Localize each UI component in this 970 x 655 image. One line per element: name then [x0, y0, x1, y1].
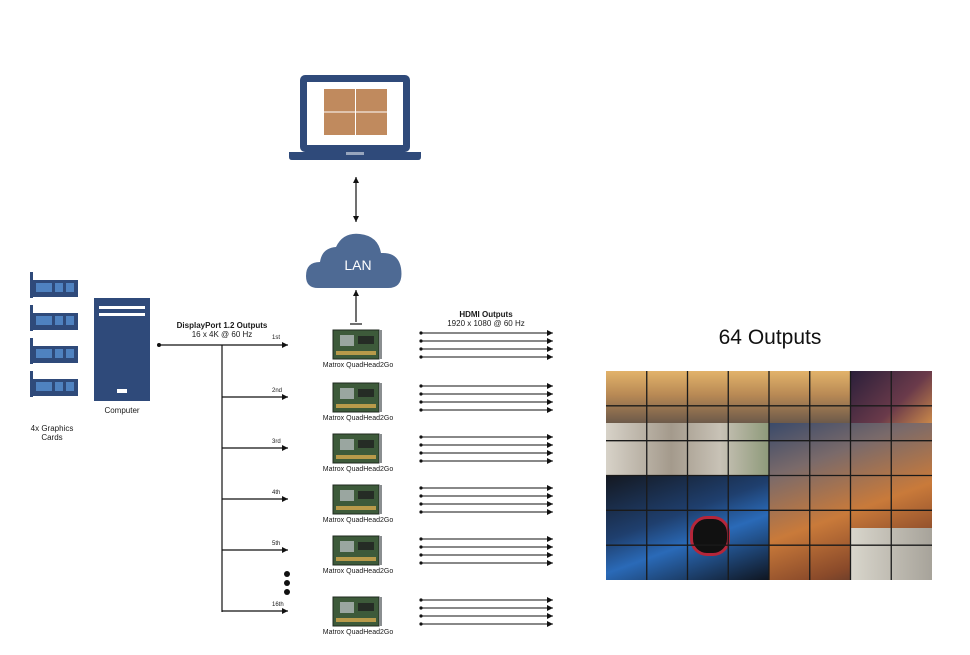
- hdmi-output-dot: [419, 331, 423, 335]
- hdmi-output-dot: [419, 510, 423, 514]
- hdmi-output-lines: [419, 330, 553, 627]
- graphics-cards-label-line2: Cards: [41, 433, 63, 442]
- hdmi-output-dot: [419, 598, 423, 602]
- quadhead2go-board-icon: [332, 535, 382, 566]
- hdmi-output-dot: [419, 384, 423, 388]
- hdmi-output-dot: [419, 451, 423, 455]
- graphics-card-icon: [30, 338, 78, 364]
- outputs-title: 64 Outputs: [718, 326, 822, 349]
- hdmi-output-dot: [419, 553, 423, 557]
- unit-label: Matrox QuadHead2Go: [322, 415, 394, 422]
- unit-label: Matrox QuadHead2Go: [322, 362, 394, 369]
- unit-label: Matrox QuadHead2Go: [322, 466, 394, 473]
- unit-ordinal: 4th: [272, 490, 281, 496]
- graphics-card-icon: [30, 371, 78, 397]
- unit-ordinal: 3rd: [272, 439, 281, 445]
- hdmi-output-dot: [419, 392, 423, 396]
- ellipsis-dot: [284, 580, 290, 586]
- hdmi-output-dot: [419, 339, 423, 343]
- quadhead2go-board-icon: [332, 433, 382, 464]
- hdmi-output-dot: [419, 486, 423, 490]
- unit-ordinal: 16th: [272, 602, 284, 608]
- video-wall: [606, 371, 932, 580]
- ellipsis-dot: [284, 589, 290, 595]
- unit-label: Matrox QuadHead2Go: [322, 629, 394, 636]
- hdmi-output-dot: [419, 502, 423, 506]
- displayport-branches: [222, 394, 288, 614]
- video-wall-grid: [606, 371, 932, 580]
- hdmi-label: HDMI Outputs: [459, 310, 513, 319]
- hdmi-spec: 1920 x 1080 @ 60 Hz: [447, 319, 525, 328]
- hdmi-output-dot: [419, 622, 423, 626]
- laptop-icon: [289, 75, 421, 160]
- computer-tower-icon: [94, 298, 150, 401]
- hdmi-output-dot: [419, 408, 423, 412]
- lan-label: LAN: [344, 257, 372, 273]
- hdmi-output-dot: [419, 347, 423, 351]
- hdmi-output-dot: [419, 355, 423, 359]
- hdmi-output-dot: [419, 400, 423, 404]
- unit-ordinal: 5th: [272, 541, 281, 547]
- ellipsis-dot: [284, 571, 290, 577]
- hdmi-output-dot: [419, 443, 423, 447]
- unit-ordinal: 2nd: [272, 388, 283, 394]
- cloud-icon: [306, 233, 402, 288]
- graphics-card-icon: [30, 305, 78, 331]
- displayport-spec: 16 x 4K @ 60 Hz: [191, 330, 253, 339]
- computer-label: Computer: [104, 406, 140, 415]
- hdmi-output-dot: [419, 459, 423, 463]
- hdmi-output-dot: [419, 435, 423, 439]
- graphics-cards: [30, 272, 78, 397]
- hdmi-output-dot: [419, 561, 423, 565]
- hdmi-output-dot: [419, 537, 423, 541]
- displayport-label: DisplayPort 1.2 Outputs: [176, 321, 268, 330]
- unit-label: Matrox QuadHead2Go: [322, 568, 394, 575]
- quadhead-units: [332, 329, 382, 627]
- hdmi-output-dot: [419, 614, 423, 618]
- hdmi-output-dot: [419, 494, 423, 498]
- graphics-card-icon: [30, 272, 78, 298]
- quadhead2go-board-icon: [332, 382, 382, 413]
- quadhead2go-board-icon: [332, 329, 382, 360]
- unit-ordinal: 1st: [272, 335, 281, 341]
- quadhead2go-board-icon: [332, 596, 382, 627]
- hdmi-output-dot: [419, 545, 423, 549]
- quadhead2go-board-icon: [332, 484, 382, 515]
- hdmi-output-dot: [419, 606, 423, 610]
- unit-label: Matrox QuadHead2Go: [322, 517, 394, 524]
- graphics-cards-label-line1: 4x Graphics: [30, 424, 74, 433]
